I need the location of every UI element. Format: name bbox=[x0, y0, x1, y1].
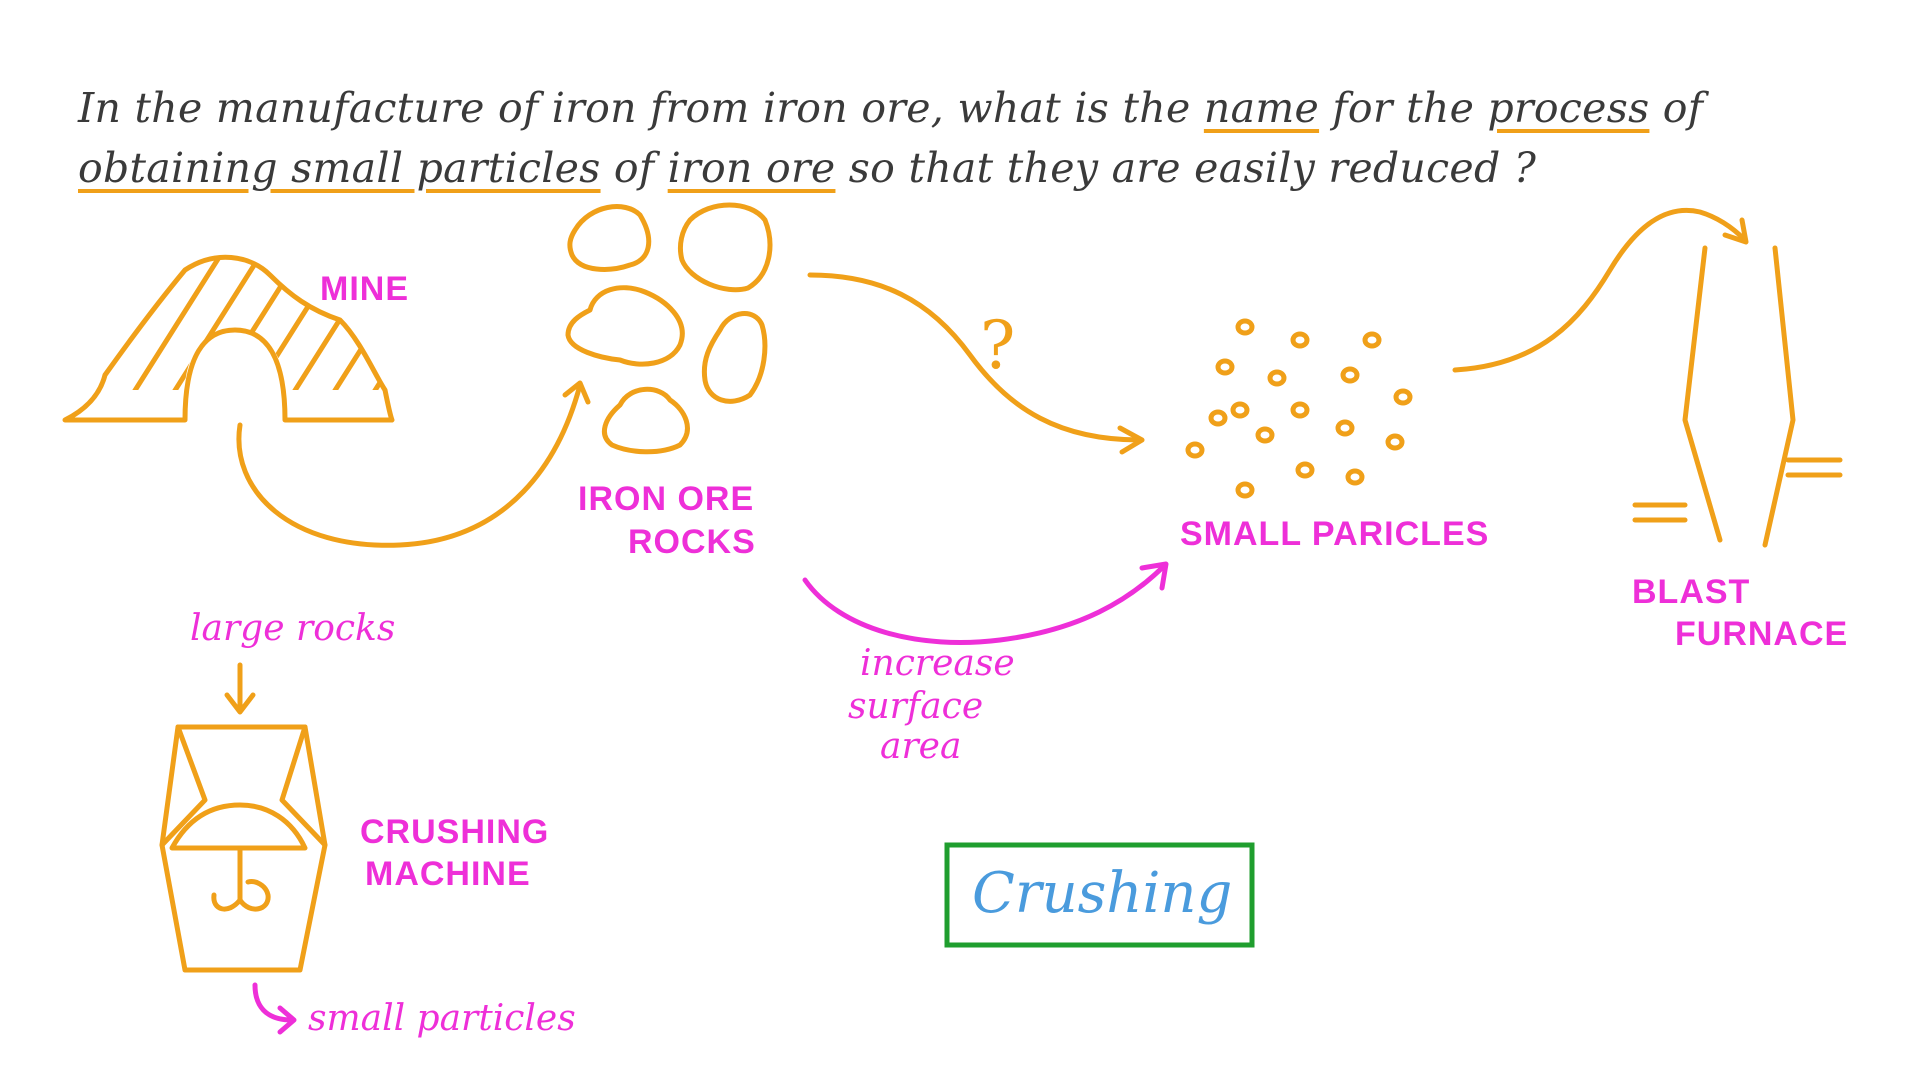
small-particles-icon bbox=[1185, 318, 1413, 499]
question-part: of bbox=[600, 144, 668, 192]
blast-furnace-label-line1: BLAST bbox=[1632, 573, 1750, 611]
arrowhead bbox=[277, 1005, 297, 1035]
iron-ore-rocks-label-line1: IRON ORE bbox=[578, 480, 754, 518]
arrow-mine-to-rocks bbox=[236, 382, 583, 548]
arrow-particles-to-furnace bbox=[1452, 207, 1748, 373]
crushing-machine-label-line1: CRUSHING bbox=[360, 813, 549, 851]
increase-label-line2: surface bbox=[848, 686, 983, 727]
arrow-rocks-to-particles bbox=[807, 272, 1143, 443]
arrowhead bbox=[562, 380, 591, 405]
blast-furnace-icon bbox=[1632, 245, 1843, 548]
question-text: In the manufacture of iron from iron ore… bbox=[78, 78, 1838, 198]
mine-icon bbox=[62, 254, 395, 423]
large-rocks-label: large rocks bbox=[190, 608, 395, 649]
question-part: of bbox=[1649, 84, 1704, 132]
increase-label-line3: area bbox=[880, 726, 961, 767]
question-part: so that they are easily reduced ? bbox=[835, 144, 1537, 192]
small-particles-label: SMALL PARICLES bbox=[1180, 515, 1489, 553]
blast-furnace-label-line2: FURNACE bbox=[1675, 615, 1848, 653]
underlined-obtaining-small-particles: obtaining small particles bbox=[78, 144, 601, 192]
crushing-machine-label-line2: MACHINE bbox=[365, 855, 531, 893]
question-mark: ? bbox=[980, 307, 1015, 384]
underlined-process: process bbox=[1487, 84, 1650, 132]
iron-ore-rocks-label-line2: ROCKS bbox=[628, 523, 756, 561]
arrow-small-particles-out bbox=[252, 982, 295, 1023]
arrowhead bbox=[1117, 425, 1145, 455]
underlined-iron-ore: iron ore bbox=[667, 144, 836, 192]
mine-label: MINE bbox=[320, 270, 409, 308]
question-part: for the bbox=[1319, 84, 1488, 132]
arrowhead bbox=[1139, 561, 1169, 591]
arrowhead bbox=[1722, 217, 1749, 245]
arrow-increase-surface-area bbox=[802, 562, 1168, 645]
small-particles-output-label: small particles bbox=[308, 998, 576, 1039]
question-part: In the manufacture of iron from iron ore… bbox=[78, 84, 1204, 132]
arrowhead bbox=[224, 692, 256, 715]
increase-label-line1: increase bbox=[860, 643, 1015, 684]
answer-text: Crushing bbox=[972, 861, 1232, 926]
answer-box bbox=[944, 842, 1255, 948]
underlined-name: name bbox=[1203, 84, 1320, 132]
iron-ore-rocks-icon bbox=[565, 202, 773, 455]
crushing-machine-icon bbox=[159, 724, 328, 973]
